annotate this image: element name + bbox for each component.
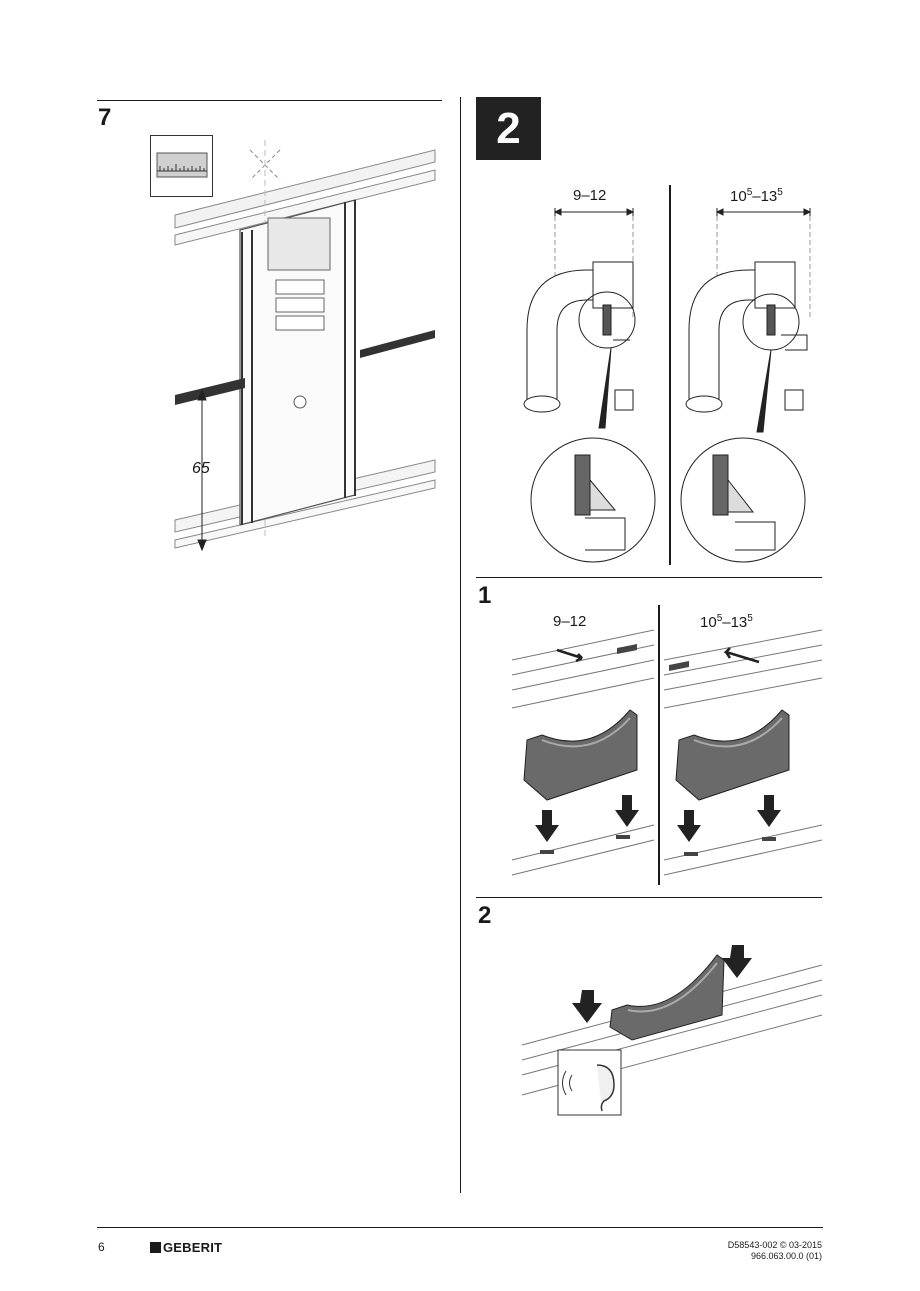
dimension-65-label: 65 xyxy=(192,460,210,477)
logo-square-icon xyxy=(150,1242,161,1253)
left-top-rule xyxy=(97,100,442,101)
step-number-7: 7 xyxy=(98,104,112,131)
page-number: 6 xyxy=(98,1240,105,1254)
substep-2-rule xyxy=(476,897,822,898)
pipe-left-dimension: 9–12 xyxy=(573,187,607,204)
pipe-bend-left-illustration xyxy=(523,208,656,563)
clip-right-illustration xyxy=(663,629,823,876)
substep-1-rule xyxy=(476,577,822,578)
installation-frame-illustration xyxy=(174,140,436,552)
substep-1-divider xyxy=(658,605,660,885)
part-number: 966.063.00.0 (01) xyxy=(750,1251,822,1261)
brand-name: GEBERIT xyxy=(163,1240,223,1255)
substep-2-number: 2 xyxy=(478,902,492,929)
ear-icon xyxy=(558,1050,621,1115)
clip-left-dimension: 9–12 xyxy=(553,613,587,630)
clip-left-illustration xyxy=(511,629,655,876)
pipe-bend-right-illustration xyxy=(680,208,812,563)
big-step-number: 2 xyxy=(476,97,541,160)
pipe-panel-divider xyxy=(669,185,671,565)
geberit-logo: GEBERIT xyxy=(150,1240,222,1255)
substep-1-number: 1 xyxy=(478,582,492,609)
pipe-right-dimension: 105–135 xyxy=(730,187,783,205)
clip-right-dimension: 105–135 xyxy=(700,613,753,631)
clip-snap-illustration xyxy=(521,945,823,1116)
center-divider xyxy=(460,97,461,1193)
footer-rule xyxy=(97,1227,823,1228)
document-code: D58543-002 © 03-2015 xyxy=(727,1240,822,1250)
measuring-tape-icon xyxy=(150,135,213,197)
